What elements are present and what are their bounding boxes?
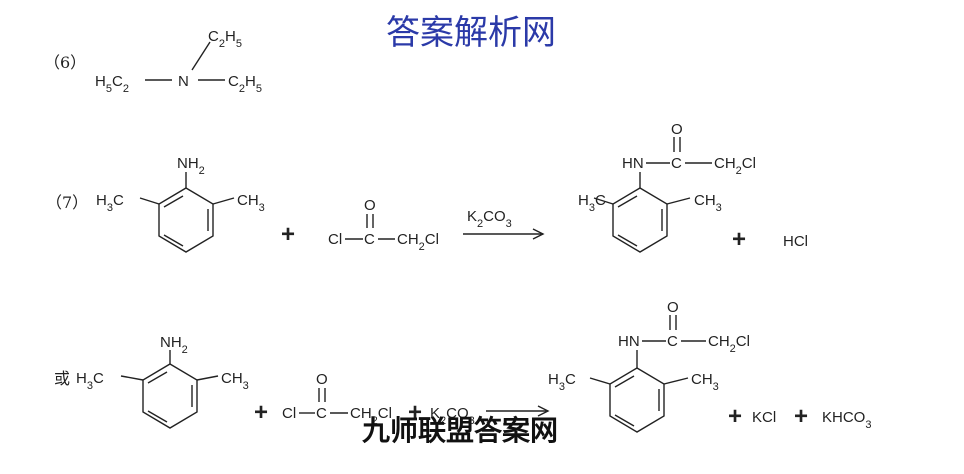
benzene-ring <box>158 187 214 253</box>
svg-text:C: C <box>364 231 375 248</box>
svg-text:H3C: H3C <box>578 192 606 214</box>
alt-reagent-chloroacetyl-chloride: Cl C O CH2Cl <box>282 371 392 427</box>
svg-text:O: O <box>667 299 679 316</box>
svg-text:CH2Cl: CH2Cl <box>708 333 750 355</box>
alt-reagent-potassium-carbonate: K2CO3 <box>430 405 475 427</box>
alt-reactant-dimethylaniline: NH2 H3C CH3 <box>76 334 249 429</box>
plus-sign: + <box>281 221 295 248</box>
alt-product-chloroacetamide: H3C CH3 HN C O CH2Cl <box>548 299 750 433</box>
amino-group: NH2 <box>177 155 205 177</box>
alt-prefix: 或 <box>54 369 70 388</box>
svg-text:O: O <box>671 121 683 138</box>
left-methyl: H3C <box>96 192 124 214</box>
item-7-label: （7） <box>46 193 88 212</box>
plus-sign: + <box>732 226 746 253</box>
svg-text:H3C: H3C <box>76 370 104 392</box>
svg-text:O: O <box>364 197 376 214</box>
byproduct-hcl: HCl <box>783 233 808 250</box>
svg-text:HN: HN <box>622 155 644 172</box>
alt-product-benzene-ring <box>609 367 665 433</box>
svg-text:C: C <box>671 155 682 172</box>
nitrogen-atom: N <box>178 73 189 90</box>
svg-text:C: C <box>316 405 327 422</box>
plus-sign: + <box>254 399 268 426</box>
byproduct-khco3: KHCO3 <box>822 409 871 431</box>
reactant-dimethylaniline: NH2 H3C CH3 <box>96 155 265 253</box>
product-benzene-ring <box>612 187 668 253</box>
byproduct-kcl: KCl <box>752 409 776 426</box>
svg-text:CH2Cl: CH2Cl <box>397 231 439 253</box>
alt-benzene-ring <box>142 363 198 429</box>
reagent-chloroacetyl-chloride: Cl C O CH2Cl <box>328 197 439 253</box>
watermark-top: 答案解析网 <box>386 13 556 53</box>
item-6: （6） C2H5 H5C2 N C2H5 <box>44 28 262 95</box>
svg-text:CH3: CH3 <box>691 371 719 393</box>
svg-text:CH3: CH3 <box>221 370 249 392</box>
item-6-label: （6） <box>44 53 86 72</box>
product-chloroacetamide: H3C CH3 HN C O CH2Cl <box>578 121 756 253</box>
svg-text:HN: HN <box>618 333 640 350</box>
top-ethyl-group: C2H5 <box>208 28 242 50</box>
svg-text:CH3: CH3 <box>694 192 722 214</box>
left-ethyl-group: H5C2 <box>95 73 129 95</box>
right-methyl: CH3 <box>237 192 265 214</box>
plus-sign: + <box>408 399 422 426</box>
plus-sign: + <box>794 403 808 430</box>
svg-text:CH2Cl: CH2Cl <box>714 155 756 177</box>
item-7: （7） NH2 H3C CH3 + Cl C O CH2Cl <box>46 121 808 253</box>
svg-text:O: O <box>316 371 328 388</box>
catalyst-label: K2CO3 <box>467 208 512 230</box>
plus-sign: + <box>728 403 742 430</box>
svg-text:NH2: NH2 <box>160 334 188 356</box>
svg-text:CH2Cl: CH2Cl <box>350 405 392 427</box>
svg-text:Cl: Cl <box>328 231 342 248</box>
bond-n-top <box>191 41 211 71</box>
svg-text:H3C: H3C <box>548 371 576 393</box>
right-ethyl-group: C2H5 <box>228 73 262 95</box>
svg-text:C: C <box>667 333 678 350</box>
watermark-bottom: 九师联盟答案网 <box>362 414 558 447</box>
alternative-reaction: 或 NH2 H3C CH3 + Cl C O CH2Cl + K2CO <box>54 299 871 433</box>
svg-text:Cl: Cl <box>282 405 296 422</box>
reaction-arrow: K2CO3 <box>463 208 545 240</box>
